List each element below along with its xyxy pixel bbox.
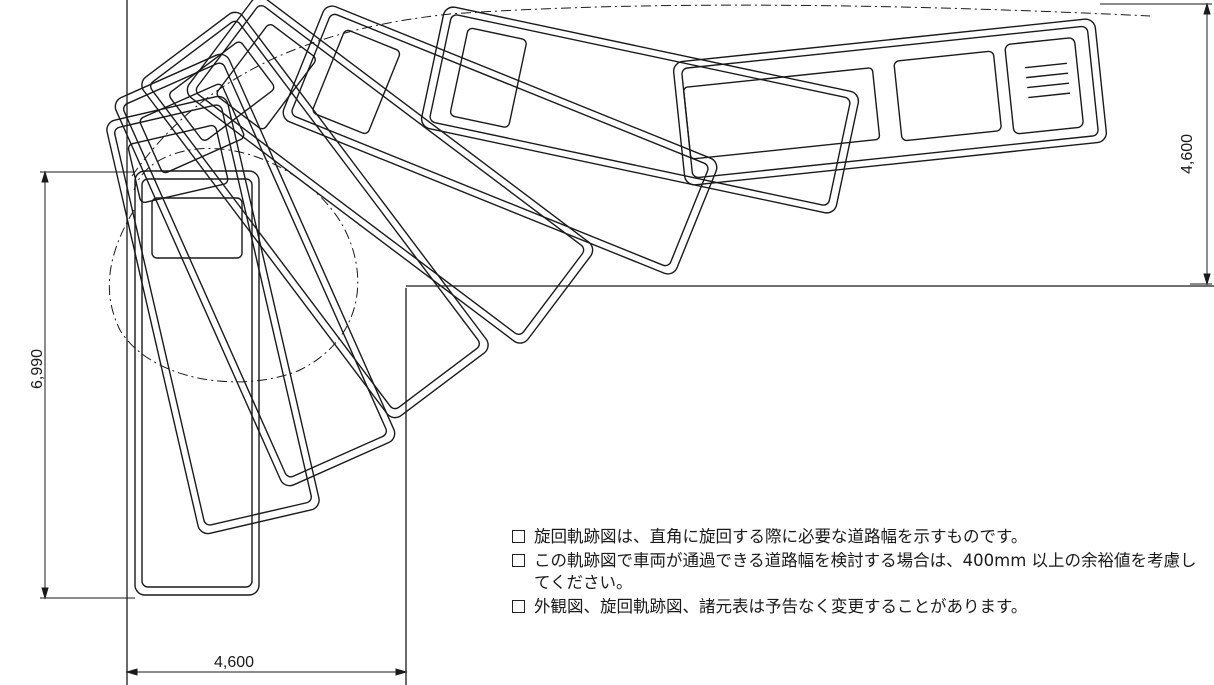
- note-text: 旋回軌跡図は、直角に旋回する際に必要な道路幅を示すものです。: [534, 527, 1028, 546]
- note-item: 外観図、旋回軌跡図、諸元表は予告なく変更することがあります。: [512, 596, 1202, 618]
- bus-silhouette: [106, 95, 320, 535]
- bus-silhouette: [282, 5, 718, 275]
- bus-silhouettes: [106, 0, 1108, 596]
- checkbox-square-icon: [512, 600, 525, 613]
- checkbox-square-icon: [512, 530, 525, 543]
- checkbox-square-icon: [512, 554, 525, 567]
- bus-silhouette: [141, 11, 489, 419]
- bus-silhouette: [186, 0, 594, 344]
- notes-list: 旋回軌跡図は、直角に旋回する際に必要な道路幅を示すものです。 この軌跡図で車両が…: [512, 526, 1202, 620]
- note-item: この軌跡図で車両が通過できる道路幅を検討する場合は、400mm 以上の余裕値を考…: [512, 550, 1202, 594]
- bus-silhouette: [672, 18, 1108, 186]
- road-outline: [126, 0, 1214, 685]
- note-text: 外観図、旋回軌跡図、諸元表は予告なく変更することがあります。: [534, 597, 1028, 616]
- dimension-width-label: 4,600: [214, 654, 255, 671]
- dimension-road-width-label: 4,600: [1179, 133, 1197, 175]
- dimension-height-label: 6,990: [29, 348, 47, 390]
- dimension-lines: [40, 2, 1212, 676]
- bus-silhouette: [114, 53, 396, 487]
- note-item: 旋回軌跡図は、直角に旋回する際に必要な道路幅を示すものです。: [512, 526, 1202, 548]
- bus-silhouette: [134, 170, 260, 596]
- note-text: この軌跡図で車両が通過できる道路幅を検討する場合は、400mm 以上の余裕値を考…: [534, 551, 1197, 592]
- bus-silhouette: [420, 6, 860, 214]
